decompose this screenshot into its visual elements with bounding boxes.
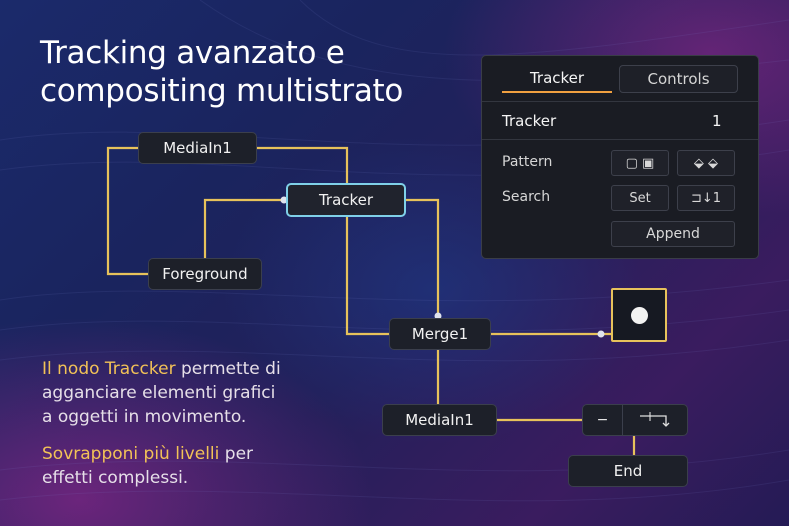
node-end-label: End	[613, 462, 643, 480]
title-line-2: compositing multistrato	[40, 73, 404, 109]
port-dot-tracker-input	[280, 196, 288, 204]
node-tracker[interactable]: Tracker	[286, 183, 406, 217]
port-dot-viewer-input	[597, 330, 605, 338]
node-split[interactable]: −	[582, 404, 688, 436]
search-set-button-label: Set	[629, 190, 651, 206]
pattern-button-1[interactable]: ▢ ▣	[611, 150, 669, 176]
search-set-button[interactable]: Set	[611, 185, 669, 211]
search-step-button[interactable]: ⊐↓1	[677, 185, 735, 211]
search-label: Search	[502, 189, 551, 205]
description-p2-line1-rest: per	[219, 444, 254, 464]
tracker-header-value: 1	[712, 112, 722, 130]
description-p1-line2: agganciare elementi grafici	[42, 383, 276, 403]
description-p2-highlight: Sovrapponi più livelli	[42, 444, 220, 464]
step-arrow-icon	[640, 412, 670, 427]
pattern-button-2-label: ⬙ ⬙	[693, 155, 719, 171]
circle-dot-icon	[630, 306, 648, 324]
node-mediain-bottom-label: MediaIn1	[405, 411, 474, 429]
tab-tracker[interactable]: Tracker	[502, 65, 612, 93]
panel-divider-top	[482, 101, 758, 102]
wire-mediain-merge	[257, 146, 389, 336]
node-end[interactable]: End	[568, 455, 688, 487]
node-mediain-top-label: MediaIn1	[163, 139, 232, 157]
append-button[interactable]: Append	[611, 221, 735, 247]
search-step-button-label: ⊐↓1	[690, 190, 722, 206]
append-button-label: Append	[646, 226, 700, 242]
tracker-header-label: Tracker	[502, 112, 557, 130]
description-p1-highlight: Il nodo Traccker	[42, 359, 176, 379]
description-p2-line2: effetti complessi.	[42, 468, 189, 488]
description-p1-line1-rest: permette di	[175, 359, 281, 379]
split-node-right[interactable]	[623, 405, 687, 435]
node-tracker-label: Tracker	[318, 191, 374, 209]
node-foreground-label: Foreground	[162, 265, 248, 283]
description-p1-line3: a oggetti in movimento.	[42, 407, 247, 427]
node-foreground[interactable]: Foreground	[148, 258, 262, 290]
node-mediain-bottom[interactable]: MediaIn1	[382, 404, 497, 436]
tab-controls-label: Controls	[647, 70, 710, 88]
description-paragraph-2: Sovrapponi più livelli per effetti compl…	[42, 442, 253, 490]
tracker-inspector-panel: Tracker Controls Tracker 1 Pattern ▢ ▣ ⬙…	[481, 55, 759, 259]
pattern-button-1-label: ▢ ▣	[625, 155, 655, 171]
panel-divider-mid	[482, 139, 758, 140]
description-p1-line1: Il nodo Traccker permette di	[42, 357, 281, 381]
pattern-button-2[interactable]: ⬙ ⬙	[677, 150, 735, 176]
node-merge[interactable]: Merge1	[389, 318, 491, 350]
wire-tracker-merge	[406, 198, 440, 318]
wire-foreground-tracker	[203, 198, 286, 258]
split-node-left-label: −	[596, 412, 609, 428]
tab-controls[interactable]: Controls	[619, 65, 738, 93]
node-mediain-top[interactable]: MediaIn1	[138, 132, 257, 164]
page-title: Tracking avanzato e compositing multistr…	[40, 34, 460, 110]
viewer-node[interactable]	[611, 288, 667, 342]
title-line-1: Tracking avanzato e	[40, 35, 345, 71]
port-dot-merge-input	[434, 312, 442, 320]
wire-mediain-foreground	[106, 146, 148, 276]
tab-tracker-label: Tracker	[529, 69, 585, 87]
description-p2-line1: Sovrapponi più livelli per	[42, 442, 253, 466]
node-merge-label: Merge1	[411, 325, 469, 343]
pattern-label: Pattern	[502, 154, 553, 170]
description-paragraph-1: Il nodo Traccker permette di agganciare …	[42, 357, 281, 429]
split-node-left[interactable]: −	[583, 405, 623, 435]
